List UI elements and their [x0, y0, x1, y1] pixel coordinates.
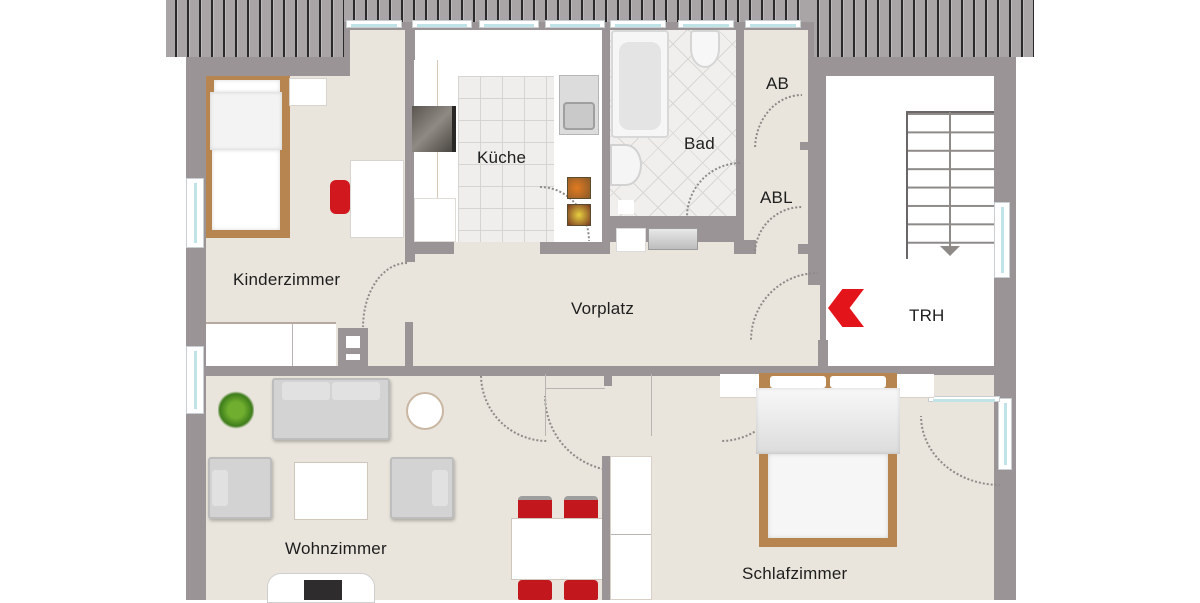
window-kinderzimmer: [186, 178, 204, 248]
wall-trh-lower: [818, 340, 828, 374]
wall-bath-bottom: [602, 216, 742, 226]
wardrobe: [206, 322, 336, 366]
nightstand: [289, 78, 327, 106]
dining-chair-4: [564, 580, 598, 600]
dryer: [648, 228, 698, 250]
double-bed-pillow-2: [830, 376, 886, 388]
wardrobe-divider: [292, 324, 293, 366]
plant: [218, 390, 254, 430]
sink-basin: [563, 102, 595, 130]
window-kitchen-1: [346, 20, 402, 28]
wall-abl-bottom-right: [798, 244, 820, 254]
armchair-left-back: [212, 470, 228, 506]
wall-kitchen-bottom-left: [414, 242, 454, 254]
dining-chair-1: [518, 496, 552, 522]
wall-hall-bottom-stub: [604, 372, 612, 386]
bathtub-inner: [619, 42, 661, 130]
room-label-bad: Bad: [684, 134, 715, 153]
room-label-trh: TRH: [909, 306, 945, 325]
window-schlafzimmer-top: [928, 396, 1000, 402]
washbasin: [610, 144, 642, 186]
wall-trh-right: [994, 57, 1016, 600]
room-label-schlafzimmer: Schlafzimmer: [742, 564, 848, 583]
room-label-kueche: Küche: [477, 148, 527, 167]
roof-left: [166, 0, 344, 57]
window-kitchen-2: [412, 20, 472, 28]
kinderzimmer-floor-upper: [350, 30, 406, 90]
wall-ab-divider: [800, 142, 820, 150]
window-kitchen-4: [545, 20, 605, 28]
roof-top-middle: [344, 0, 814, 22]
hall-door-frame-1: [545, 374, 546, 436]
coffee-table: [294, 462, 368, 520]
tv: [304, 580, 342, 600]
sideboard: [610, 456, 652, 600]
window-wohnzimmer: [186, 346, 204, 414]
sideboard-divider: [611, 534, 651, 535]
single-bed-blanket: [212, 150, 280, 230]
fruit-basket-1: [567, 177, 591, 199]
wall-hall-bottom-mid: [548, 366, 654, 375]
dining-chair-2: [564, 496, 598, 522]
hall-door-frame-2: [545, 388, 605, 389]
wall-abl-bottom-left: [734, 240, 756, 254]
window-bath-2: [678, 20, 734, 28]
wall-hall-bottom-right: [720, 366, 998, 375]
fruit-basket-2: [567, 204, 591, 226]
window-schlafzimmer: [998, 398, 1012, 470]
room-label-abl: ABL: [760, 188, 793, 207]
double-bed-blanket: [768, 454, 888, 538]
bath-shaft-opening: [618, 200, 634, 214]
single-bed-pillow: [214, 80, 280, 92]
single-bed-blanket-top: [210, 92, 282, 150]
wall-kitchen-bottom-right: [540, 242, 610, 254]
toilet: [690, 30, 720, 68]
sideboard-wall: [602, 456, 610, 600]
room-label-ab: AB: [766, 74, 790, 93]
window-bath-1: [610, 20, 666, 28]
wall-kinder-kitchen: [405, 30, 415, 262]
room-label-vorplatz: Vorplatz: [571, 299, 635, 318]
washing-machine: [616, 228, 646, 252]
window-trh: [994, 202, 1010, 278]
dining-chair-3: [518, 580, 552, 600]
kitchen-cabinet-bottom: [414, 198, 456, 242]
wall-kinder-closet-side: [405, 322, 413, 372]
hall-door-frame-3: [651, 374, 652, 436]
wall-kitchen-bath: [602, 30, 610, 250]
room-label-wohnzimmer: Wohnzimmer: [285, 539, 387, 558]
desk: [350, 160, 404, 238]
round-side-table: [406, 392, 444, 430]
roof-right: [808, 0, 1034, 57]
stairs-direction-icon: [940, 246, 960, 256]
double-bed-pillow-1: [770, 376, 826, 388]
wall-kinder-bottom: [206, 366, 482, 376]
double-bed-blanket-top: [756, 388, 900, 454]
kitchen-tile-area: [458, 76, 554, 242]
window-ab: [745, 20, 801, 28]
desk-chair: [330, 180, 350, 214]
room-label-kinderzimmer: Kinderzimmer: [233, 270, 341, 289]
shaft-opening-2: [346, 354, 360, 360]
stove: [412, 106, 456, 152]
window-kitchen-3: [479, 20, 539, 28]
staircase-center-line: [949, 112, 951, 248]
wall-ab-trh: [808, 57, 826, 285]
shaft-opening-1: [346, 336, 360, 348]
dining-table: [511, 518, 603, 580]
armchair-right-back: [432, 470, 448, 506]
sofa-cushion-2: [332, 382, 380, 400]
sofa-cushion-1: [282, 382, 330, 400]
wall-bath-ab: [736, 30, 744, 150]
vorplatz-floor-low: [414, 242, 820, 262]
